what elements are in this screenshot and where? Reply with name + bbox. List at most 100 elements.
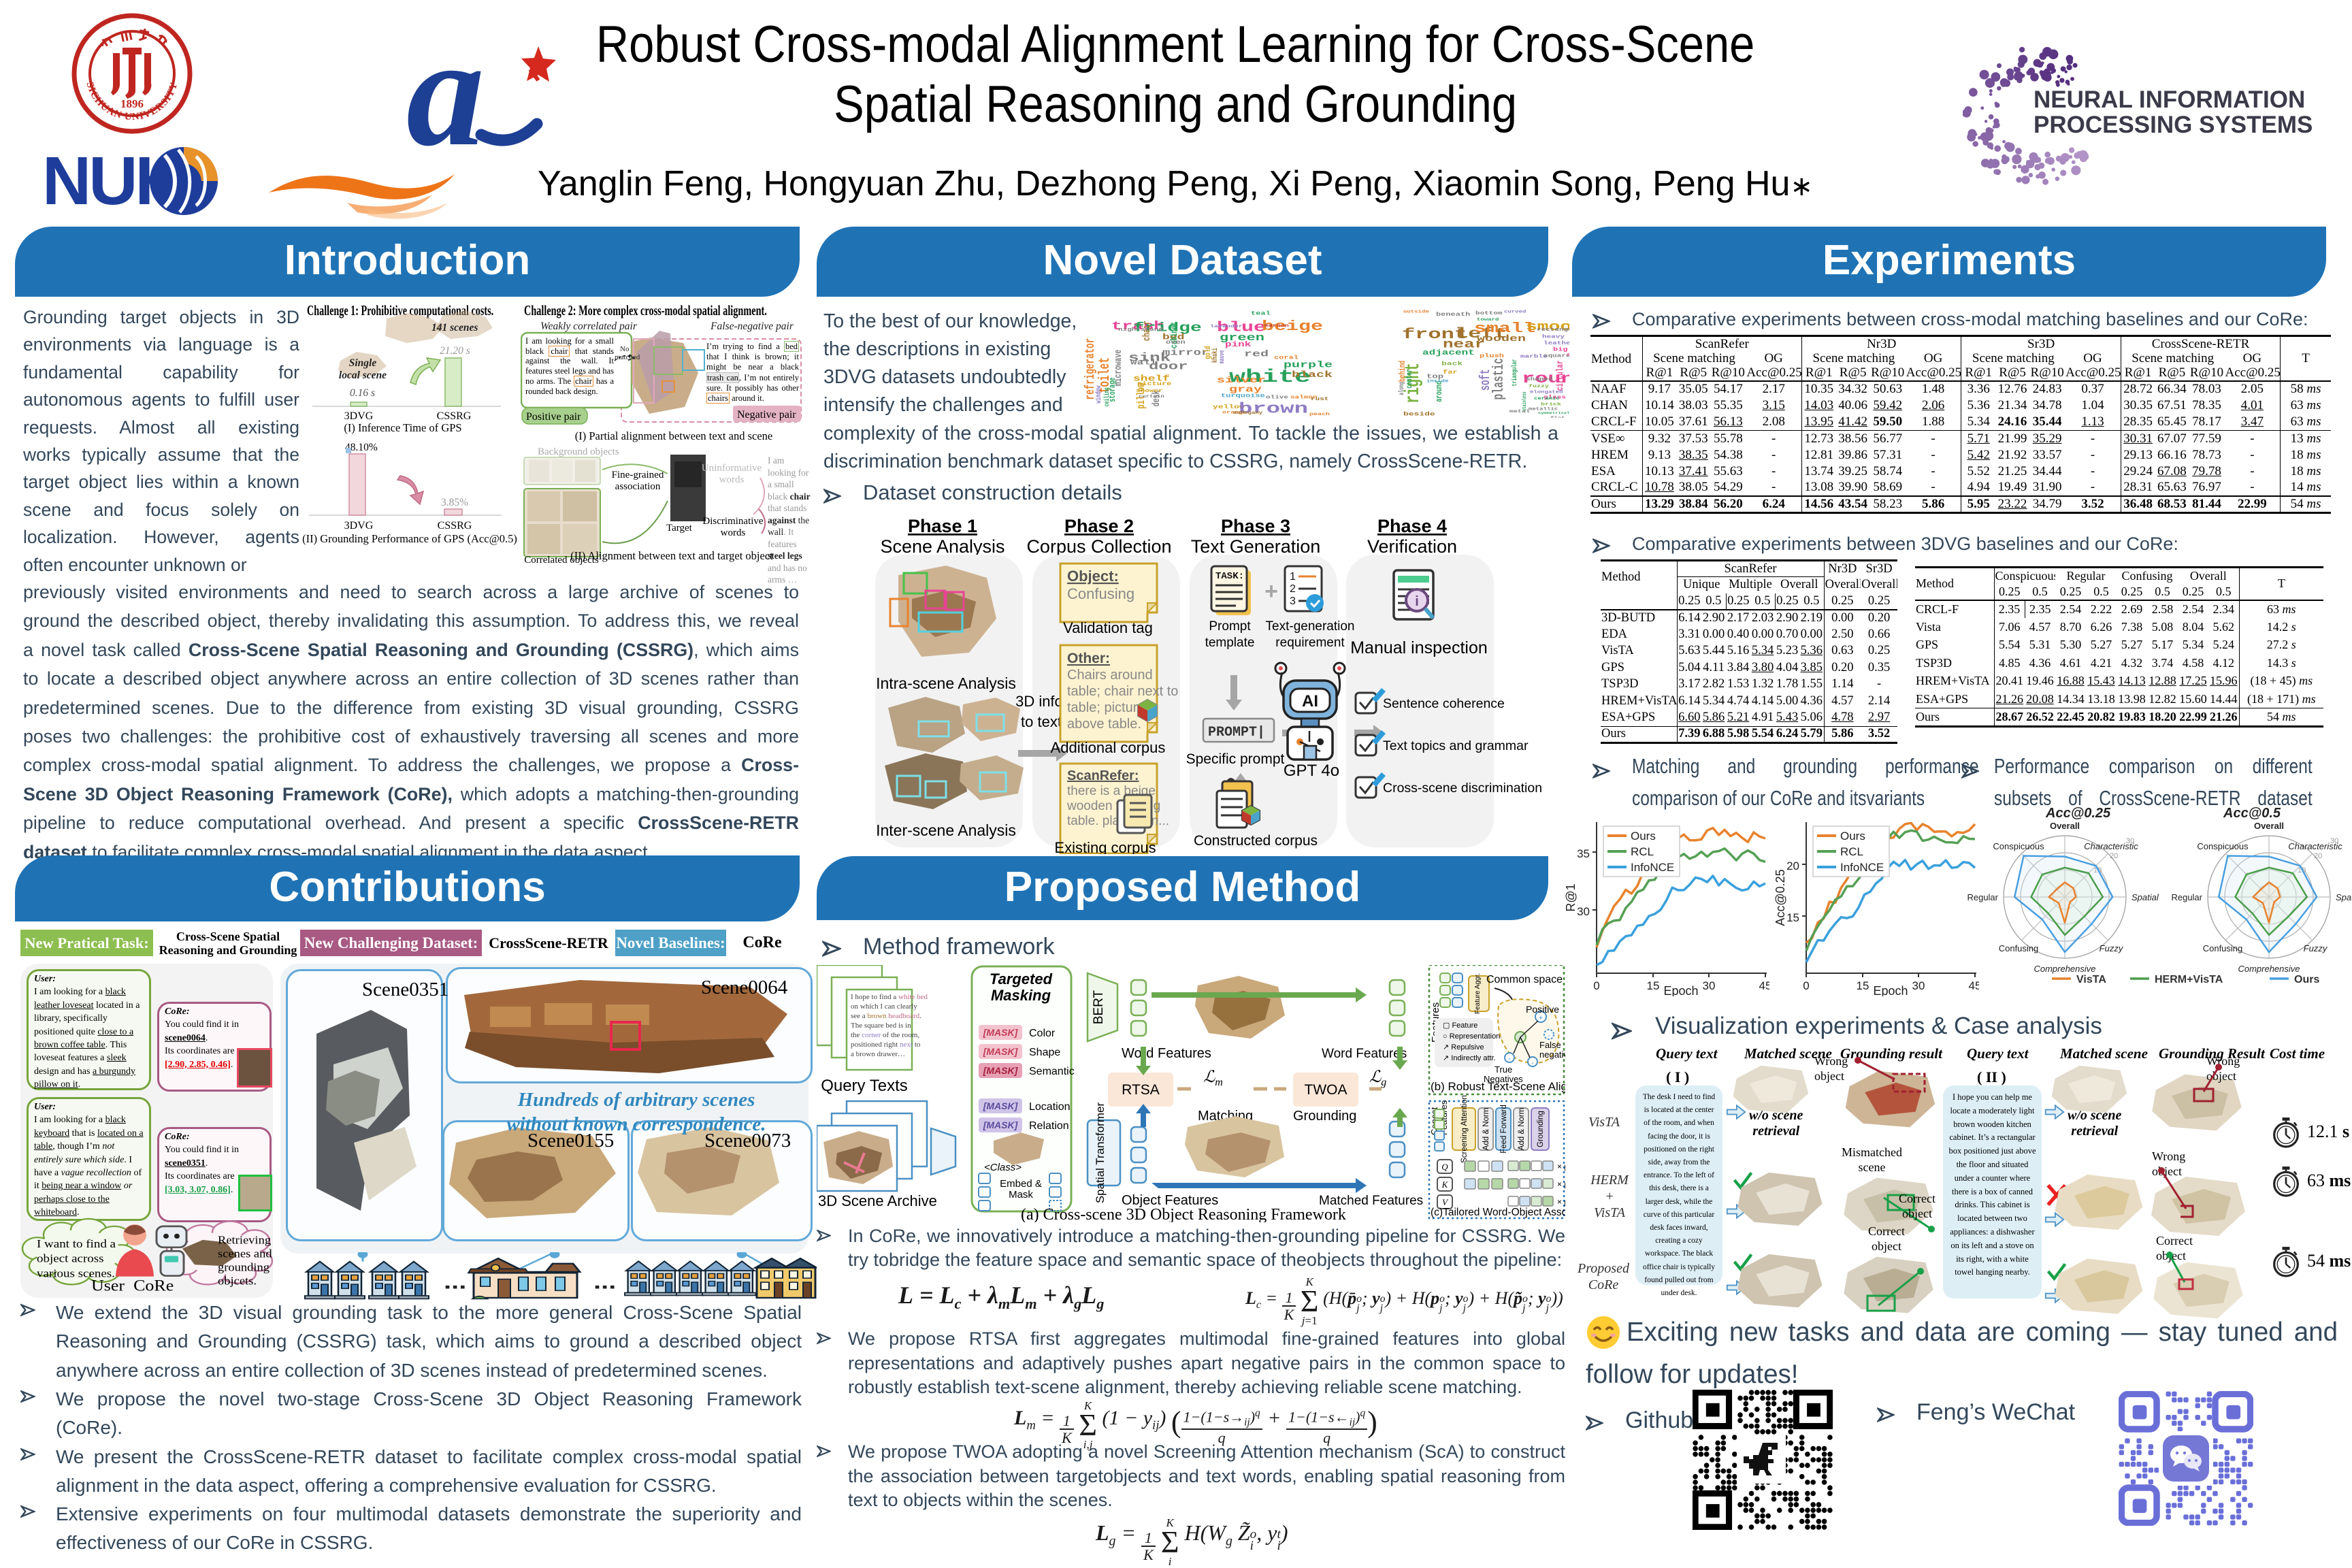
svg-text:refrigerator: refrigerator <box>1083 338 1098 400</box>
svg-text:+: + <box>1264 578 1278 604</box>
svg-text:Background objects: Background objects <box>538 446 619 457</box>
svg-text:around: around <box>1435 381 1445 402</box>
svg-text:pillow: pillow <box>1136 382 1148 409</box>
svg-text:brown: brown <box>1239 400 1308 418</box>
svg-text:square: square <box>1544 353 1569 359</box>
svg-text:Ours: Ours <box>1840 830 1865 843</box>
svg-text:Ours: Ours <box>2294 974 2319 985</box>
svg-text:glass: glass <box>1544 394 1566 400</box>
svg-text:20: 20 <box>2314 852 2322 860</box>
svg-text:(a) Cross-scene 3D Object Reas: (a) Cross-scene 3D Object Reasoning Fram… <box>1021 1206 1346 1222</box>
svg-text:yellow: yellow <box>1213 404 1245 410</box>
svg-text:-: - <box>1548 1032 1550 1040</box>
svg-text:bed: bed <box>1162 332 1184 342</box>
svg-text:Verification: Verification <box>1367 536 1457 557</box>
svg-text:AI: AI <box>1302 692 1318 710</box>
svg-text:soft: soft <box>1479 369 1494 391</box>
svg-text:inside: inside <box>1426 380 1449 384</box>
svg-text:Phase 3: Phase 3 <box>1221 516 1290 536</box>
svg-text:metallic: metallic <box>1529 408 1558 412</box>
svg-text:15: 15 <box>1786 911 1799 924</box>
svg-text:left: left <box>1455 326 1507 342</box>
svg-text:Weakly correlated pair: Weakly correlated pair <box>540 321 638 332</box>
svg-text:30: 30 <box>1577 905 1590 918</box>
svg-text:cabinet: cabinet <box>1169 322 1179 348</box>
svg-text:× μ₂: × μ₂ <box>1557 1179 1565 1189</box>
svg-text:Epoch: Epoch <box>1873 984 1908 996</box>
svg-text:Phase 2: Phase 2 <box>1064 516 1134 536</box>
svg-text:Epoch: Epoch <box>1663 984 1698 996</box>
svg-text:khaki: khaki <box>1211 348 1220 363</box>
svg-text:Conspicuous: Conspicuous <box>2197 841 2249 851</box>
svg-text:-: - <box>1508 1055 1511 1063</box>
svg-text:TWOA: TWOA <box>1305 1082 1348 1098</box>
svg-text:bottom: bottom <box>1475 310 1503 316</box>
svg-text:Phase 1: Phase 1 <box>908 516 977 536</box>
svg-text:InfoNCE: InfoNCE <box>1631 861 1674 874</box>
svg-text:Target: Target <box>666 523 693 534</box>
svg-text:Text Generation: Text Generation <box>1191 536 1321 557</box>
svg-text:shaped: shaped <box>1526 376 1553 382</box>
svg-text:rectangular: rectangular <box>1537 327 1569 333</box>
svg-text:gold: gold <box>1204 346 1213 359</box>
svg-text:door: door <box>1149 361 1188 373</box>
svg-text:behind: behind <box>1399 361 1408 382</box>
svg-text:[MASK]: [MASK] <box>983 1065 1019 1076</box>
svg-text:ScanRefer:: ScanRefer: <box>1067 768 1139 783</box>
svg-text:3DVG: 3DVG <box>344 410 374 422</box>
svg-text:toilet: toilet <box>1096 357 1113 393</box>
svg-text:black: black <box>1292 370 1333 380</box>
svg-text:leather: leather <box>1544 340 1569 346</box>
svg-text:Screening Attention: Screening Attention <box>1460 1095 1469 1163</box>
svg-text:gray: gray <box>1229 385 1262 395</box>
svg-text:chair: chair <box>1141 321 1153 341</box>
svg-text:Inter-scene Analysis: Inter-scene Analysis <box>876 821 1016 839</box>
svg-text:[MASK]: [MASK] <box>983 1027 1019 1038</box>
svg-text:mirror: mirror <box>1162 348 1209 358</box>
svg-text:↗ Indirectly attr.: ↗ Indirectly attr. <box>1443 1054 1496 1062</box>
svg-text:Acc@0.25: Acc@0.25 <box>1775 869 1787 926</box>
svg-text:Confusing: Confusing <box>1067 585 1134 602</box>
svg-text:ceiling: ceiling <box>1103 388 1111 407</box>
svg-text:Existing corpus: Existing corpus <box>1054 839 1156 854</box>
svg-text:Spatial: Spatial <box>2336 892 2352 902</box>
svg-text:stainless: stainless <box>1522 391 1528 411</box>
svg-text:Scene Analysis: Scene Analysis <box>880 536 1004 557</box>
svg-text:Corpus Collection: Corpus Collection <box>1026 536 1171 557</box>
svg-text:15: 15 <box>1647 979 1660 992</box>
svg-text:heavy: heavy <box>1542 333 1565 340</box>
svg-text:small: small <box>1474 321 1535 336</box>
svg-text:nightstand: nightstand <box>1118 327 1163 333</box>
svg-text:False-negative pair: False-negative pair <box>710 321 794 332</box>
svg-text:Grounding: Grounding <box>1293 1109 1356 1124</box>
svg-text:beige: beige <box>1262 319 1323 335</box>
svg-text:Positive pair: Positive pair <box>526 411 581 423</box>
svg-text:big: big <box>1553 346 1568 353</box>
svg-text:Manual inspection: Manual inspection <box>1350 638 1488 657</box>
svg-text:blue: blue <box>1217 320 1266 336</box>
svg-text:desk: desk <box>1150 390 1162 406</box>
svg-text:35: 35 <box>1577 847 1590 860</box>
svg-text:smooth: smooth <box>1526 320 1569 334</box>
svg-text:turquoise: turquoise <box>1221 393 1265 399</box>
svg-text:3: 3 <box>1290 595 1296 607</box>
svg-text:...: ... <box>444 1270 466 1293</box>
svg-text:green: green <box>1220 331 1264 343</box>
svg-text:30: 30 <box>2126 837 2134 845</box>
svg-text:Constructed corpus: Constructed corpus <box>1194 833 1318 849</box>
svg-text:flat: flat <box>1550 416 1565 418</box>
svg-text:× μ₃: × μ₃ <box>1557 1197 1565 1207</box>
svg-text:metal: metal <box>1509 409 1530 414</box>
svg-text:PROMPT|: PROMPT| <box>1208 725 1265 740</box>
svg-text:BERT: BERT <box>1092 990 1106 1024</box>
svg-text:Text topics and grammar: Text topics and grammar <box>1383 738 1529 753</box>
svg-text:3DVG: 3DVG <box>344 520 374 532</box>
svg-text:fuzzy: fuzzy <box>1529 383 1549 389</box>
svg-text:triangular: triangular <box>1511 359 1519 387</box>
